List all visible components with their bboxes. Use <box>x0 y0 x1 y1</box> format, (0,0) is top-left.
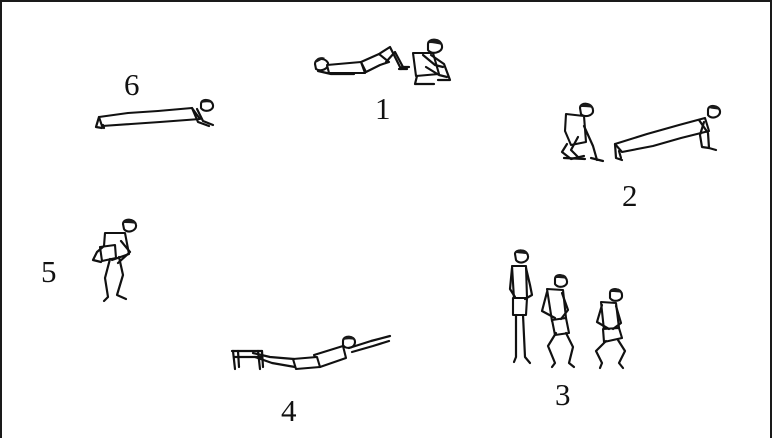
exercise-number-6: 6 <box>124 69 140 100</box>
pushup-figure-icon <box>89 97 224 133</box>
knee-bend-figure-icon <box>86 217 147 305</box>
back-extension-figure-icon <box>227 329 395 377</box>
exercise-number-5: 5 <box>41 256 57 287</box>
exercise-number-4: 4 <box>281 395 297 426</box>
exercise-number-2: 2 <box>622 180 638 211</box>
exercise-number-1: 1 <box>375 93 391 124</box>
squat-sequence-figure-icon <box>502 249 637 376</box>
squat-thrust-figure-icon <box>554 100 732 170</box>
situp-figure-icon <box>307 36 452 91</box>
exercise-number-3: 3 <box>555 379 571 410</box>
